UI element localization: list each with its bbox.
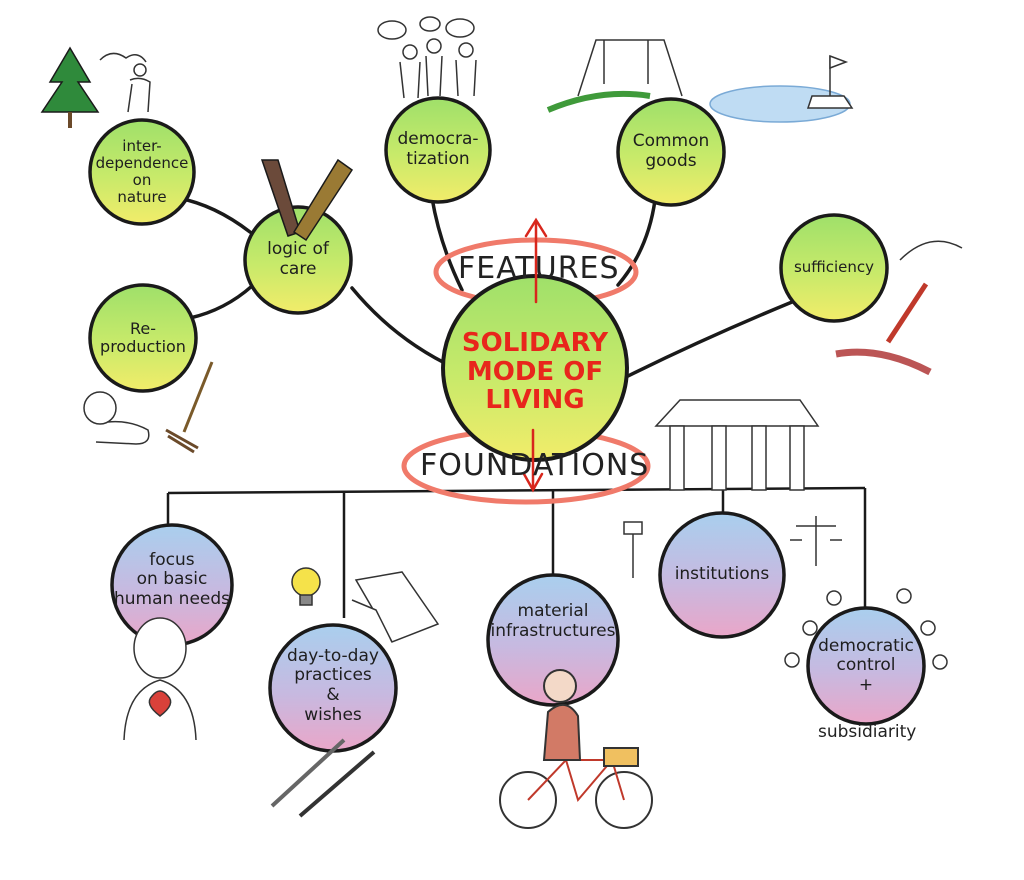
- book-sketch: [351, 571, 440, 643]
- center-node-label: SOLIDARY MODE OF LIVING: [461, 328, 609, 416]
- node-democratization-label: democra- tization: [397, 129, 479, 169]
- node-basic-needs-label: focus on basic human needs: [113, 549, 231, 609]
- node-democratic-control-label: democratic control +: [818, 635, 914, 695]
- people-nature-sketch: [99, 52, 151, 113]
- foundations-label: FOUNDATIONS: [420, 448, 650, 483]
- foundation-nodes: [110, 511, 926, 753]
- baby-broom-sketch: [83, 361, 214, 454]
- tree-illustration: [40, 46, 100, 128]
- features-label: FEATURES: [458, 251, 620, 286]
- node-common-goods-label: Common goods: [632, 131, 710, 171]
- node-interdependence-label: inter- dependence on nature: [95, 136, 189, 207]
- gavel-scales-sketch: [623, 516, 842, 578]
- repair-tools-sketch: [835, 240, 963, 376]
- feature-nodes: [88, 96, 889, 393]
- holding-hands-sketch: [260, 158, 354, 242]
- people-talking-sketch: [377, 16, 477, 99]
- center-arrows: [522, 217, 548, 493]
- swings-lake-sketch: [546, 39, 854, 123]
- node-day-to-day-label: day-to-day practices & wishes: [287, 645, 379, 725]
- meeting-people-sketch: [784, 588, 948, 670]
- node-logic-of-care-label: logic of care: [267, 239, 329, 279]
- node-reproduction-label: Re- production: [100, 318, 186, 356]
- foundation-connectors: [166, 486, 867, 618]
- person-heart-sketch: [123, 617, 197, 741]
- tools-sketch: [270, 738, 376, 818]
- subsidiarity-label: subsidiarity: [818, 722, 917, 742]
- lightbulb-sketch: [291, 567, 321, 606]
- feature-connectors: [176, 196, 794, 382]
- cyclist-sketch: [499, 669, 653, 829]
- node-material-infrastructures-label: material infrastructures: [490, 601, 616, 641]
- node-institutions-label: institutions: [674, 564, 770, 585]
- node-sufficiency-label: sufficiency: [793, 258, 875, 277]
- columns-building-sketch: [654, 399, 820, 491]
